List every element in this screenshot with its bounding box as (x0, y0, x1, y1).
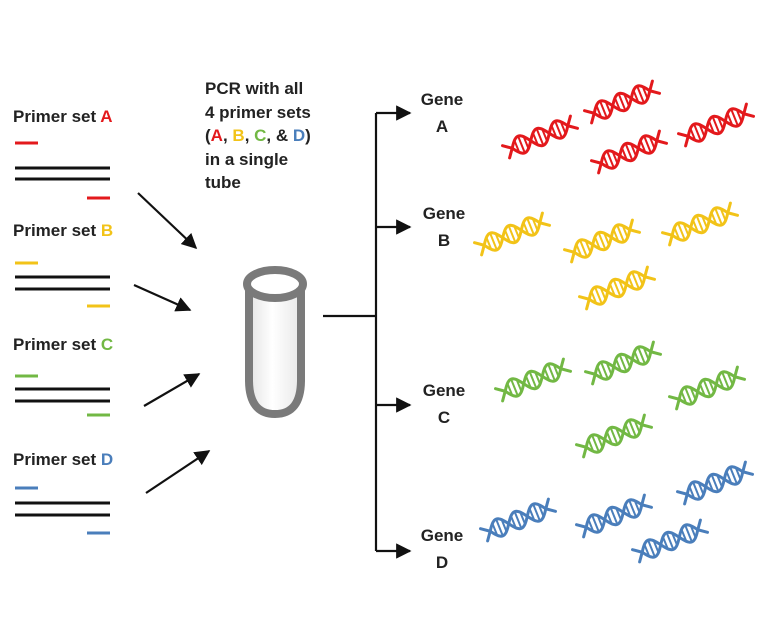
dna-helix-icon-d-3 (676, 460, 754, 506)
amplified-dna-helices (473, 79, 755, 564)
dna-helix-icon-b-3 (661, 201, 739, 247)
dna-helix-icon-c-2 (584, 340, 662, 386)
arrow-primer-a-to-tube (137, 192, 198, 250)
dna-helix-icon-a-2 (501, 114, 579, 160)
pcr-tube-icon (243, 266, 307, 418)
dna-helix-icon-b-2 (563, 218, 641, 264)
dna-helix-icon-a-4 (677, 102, 755, 148)
arrow-primer-b-to-tube (133, 283, 192, 312)
primer-set-b-label: Primer set B (13, 221, 114, 240)
primer-set-c-label: Primer set C (13, 335, 114, 354)
dna-helix-icon-a-1 (583, 79, 661, 125)
dna-helix-icon-b-4 (578, 265, 656, 311)
dna-helix-icon-d-2 (575, 493, 653, 539)
primer-template-b (15, 261, 110, 308)
primer-template-d (15, 486, 110, 535)
primer-template-a (15, 141, 110, 200)
output-branch-lines (323, 105, 412, 559)
dna-helix-icon-c-4 (575, 413, 653, 459)
dna-helix-icon-b-1 (473, 211, 551, 257)
primer-set-c-letter: C (100, 335, 114, 354)
primer-set-d-label: Primer set D (13, 450, 114, 469)
arrow-primer-d-to-tube (145, 450, 211, 494)
primer-set-d-letter: D (100, 450, 114, 469)
arrow-primer-c-to-tube (143, 373, 201, 407)
primer-set-a-label: Primer set A (13, 107, 113, 126)
pcr-description: PCR with all 4 primer sets (A, B, C, & D… (205, 79, 311, 192)
dna-helix-icon-a-3 (590, 129, 668, 175)
dna-helix-icon-d-4 (631, 518, 709, 564)
primer-set-b-letter: B (100, 221, 114, 240)
primer-set-a-letter: A (100, 107, 113, 126)
dna-helix-icon-c-1 (494, 357, 572, 403)
primer-template-c (15, 374, 110, 417)
dna-helix-icon-c-3 (668, 365, 746, 411)
dna-helix-icon-d-1 (479, 497, 557, 543)
